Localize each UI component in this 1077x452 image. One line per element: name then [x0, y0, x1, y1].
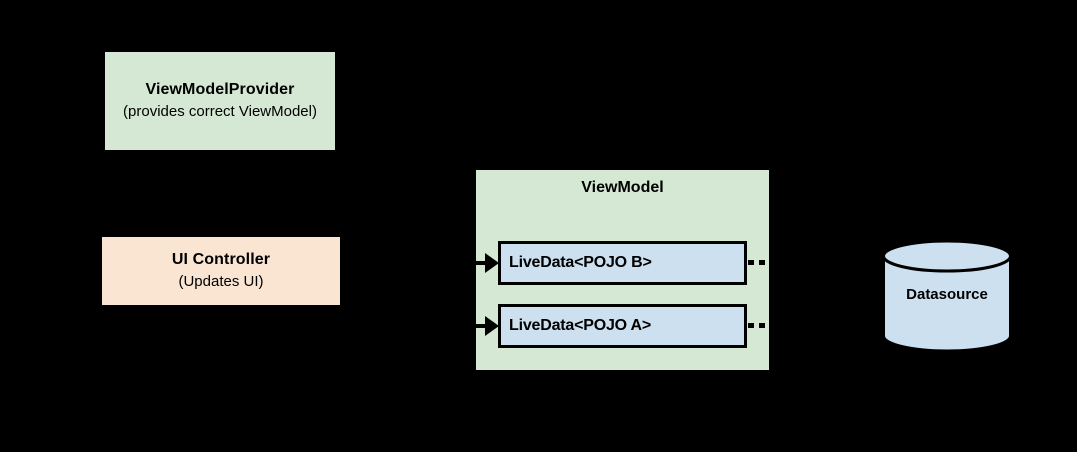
node-viewmodel[interactable]: ViewModel LiveData<POJO B> LiveData<POJO…	[476, 170, 769, 370]
livedata-b-connector-dash-2	[759, 260, 765, 265]
ui-controller-title: UI Controller	[171, 251, 271, 269]
livedata-a-connector-dash-1	[748, 323, 754, 328]
database-cylinder-icon	[882, 240, 1012, 352]
livedata-a-connector-dash-2	[759, 323, 765, 328]
node-datasource[interactable]: Datasource	[882, 240, 1012, 352]
livedata-box-a[interactable]: LiveData<POJO A>	[498, 304, 747, 348]
livedata-b-label: LiveData<POJO B>	[509, 254, 652, 271]
arrow-into-livedata-b-icon	[476, 253, 500, 273]
arrow-into-livedata-a-icon	[476, 316, 500, 336]
livedata-a-label: LiveData<POJO A>	[509, 317, 652, 334]
livedata-b-connector-dash-1	[748, 260, 754, 265]
viewmodelprovider-subtitle: (provides correct ViewModel)	[123, 103, 317, 121]
viewmodel-title: ViewModel	[581, 179, 664, 196]
viewmodelprovider-title: ViewModelProvider	[145, 81, 295, 99]
node-viewmodelprovider[interactable]: ViewModelProvider (provides correct View…	[105, 52, 335, 150]
arrow-shaft	[476, 261, 488, 265]
ui-controller-subtitle: (Updates UI)	[178, 273, 264, 291]
node-ui-controller[interactable]: UI Controller (Updates UI)	[102, 237, 340, 305]
livedata-box-b[interactable]: LiveData<POJO B>	[498, 241, 747, 285]
datasource-label: Datasource	[906, 286, 988, 303]
arrow-head	[485, 316, 499, 336]
arrow-head	[485, 253, 499, 273]
arrow-shaft	[476, 324, 488, 328]
